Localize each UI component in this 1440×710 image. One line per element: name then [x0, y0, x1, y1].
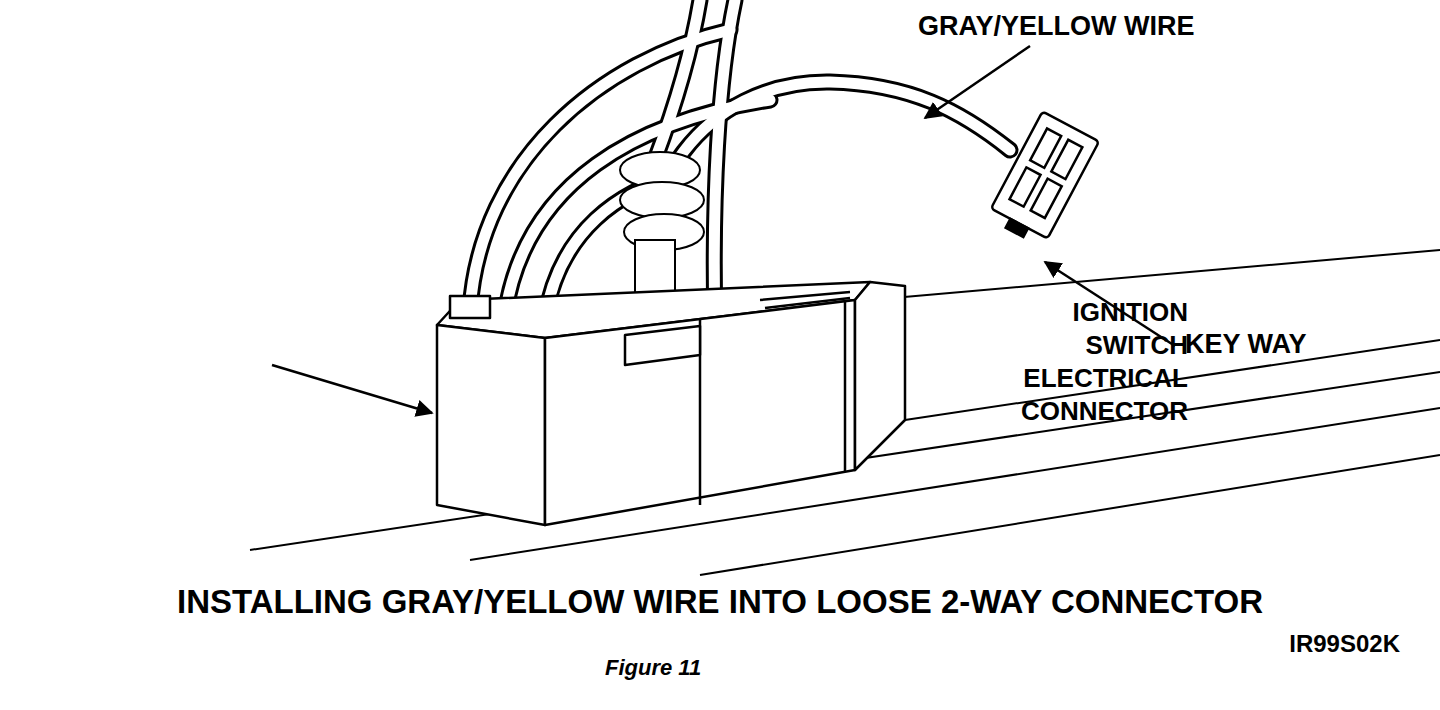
- figure-code: IR99S02K: [1289, 630, 1400, 659]
- figure-caption: INSTALLING GRAY/YELLOW WIRE INTO LOOSE 2…: [177, 582, 1263, 622]
- wire-harness: [470, 0, 1010, 325]
- two-way-connector: [986, 111, 1099, 247]
- figure-number: Figure 11: [605, 655, 701, 681]
- mounting-rails: [250, 250, 1440, 575]
- callout-label: KEY WAY: [1185, 328, 1307, 360]
- callout-label: IGNITION SWITCH ELECTRICAL CONNECTOR: [1021, 296, 1188, 428]
- ignition-connector-block: [437, 282, 905, 525]
- callout-label: GRAY/YELLOW WIRE: [918, 10, 1195, 42]
- leader-arrows: [272, 46, 1175, 413]
